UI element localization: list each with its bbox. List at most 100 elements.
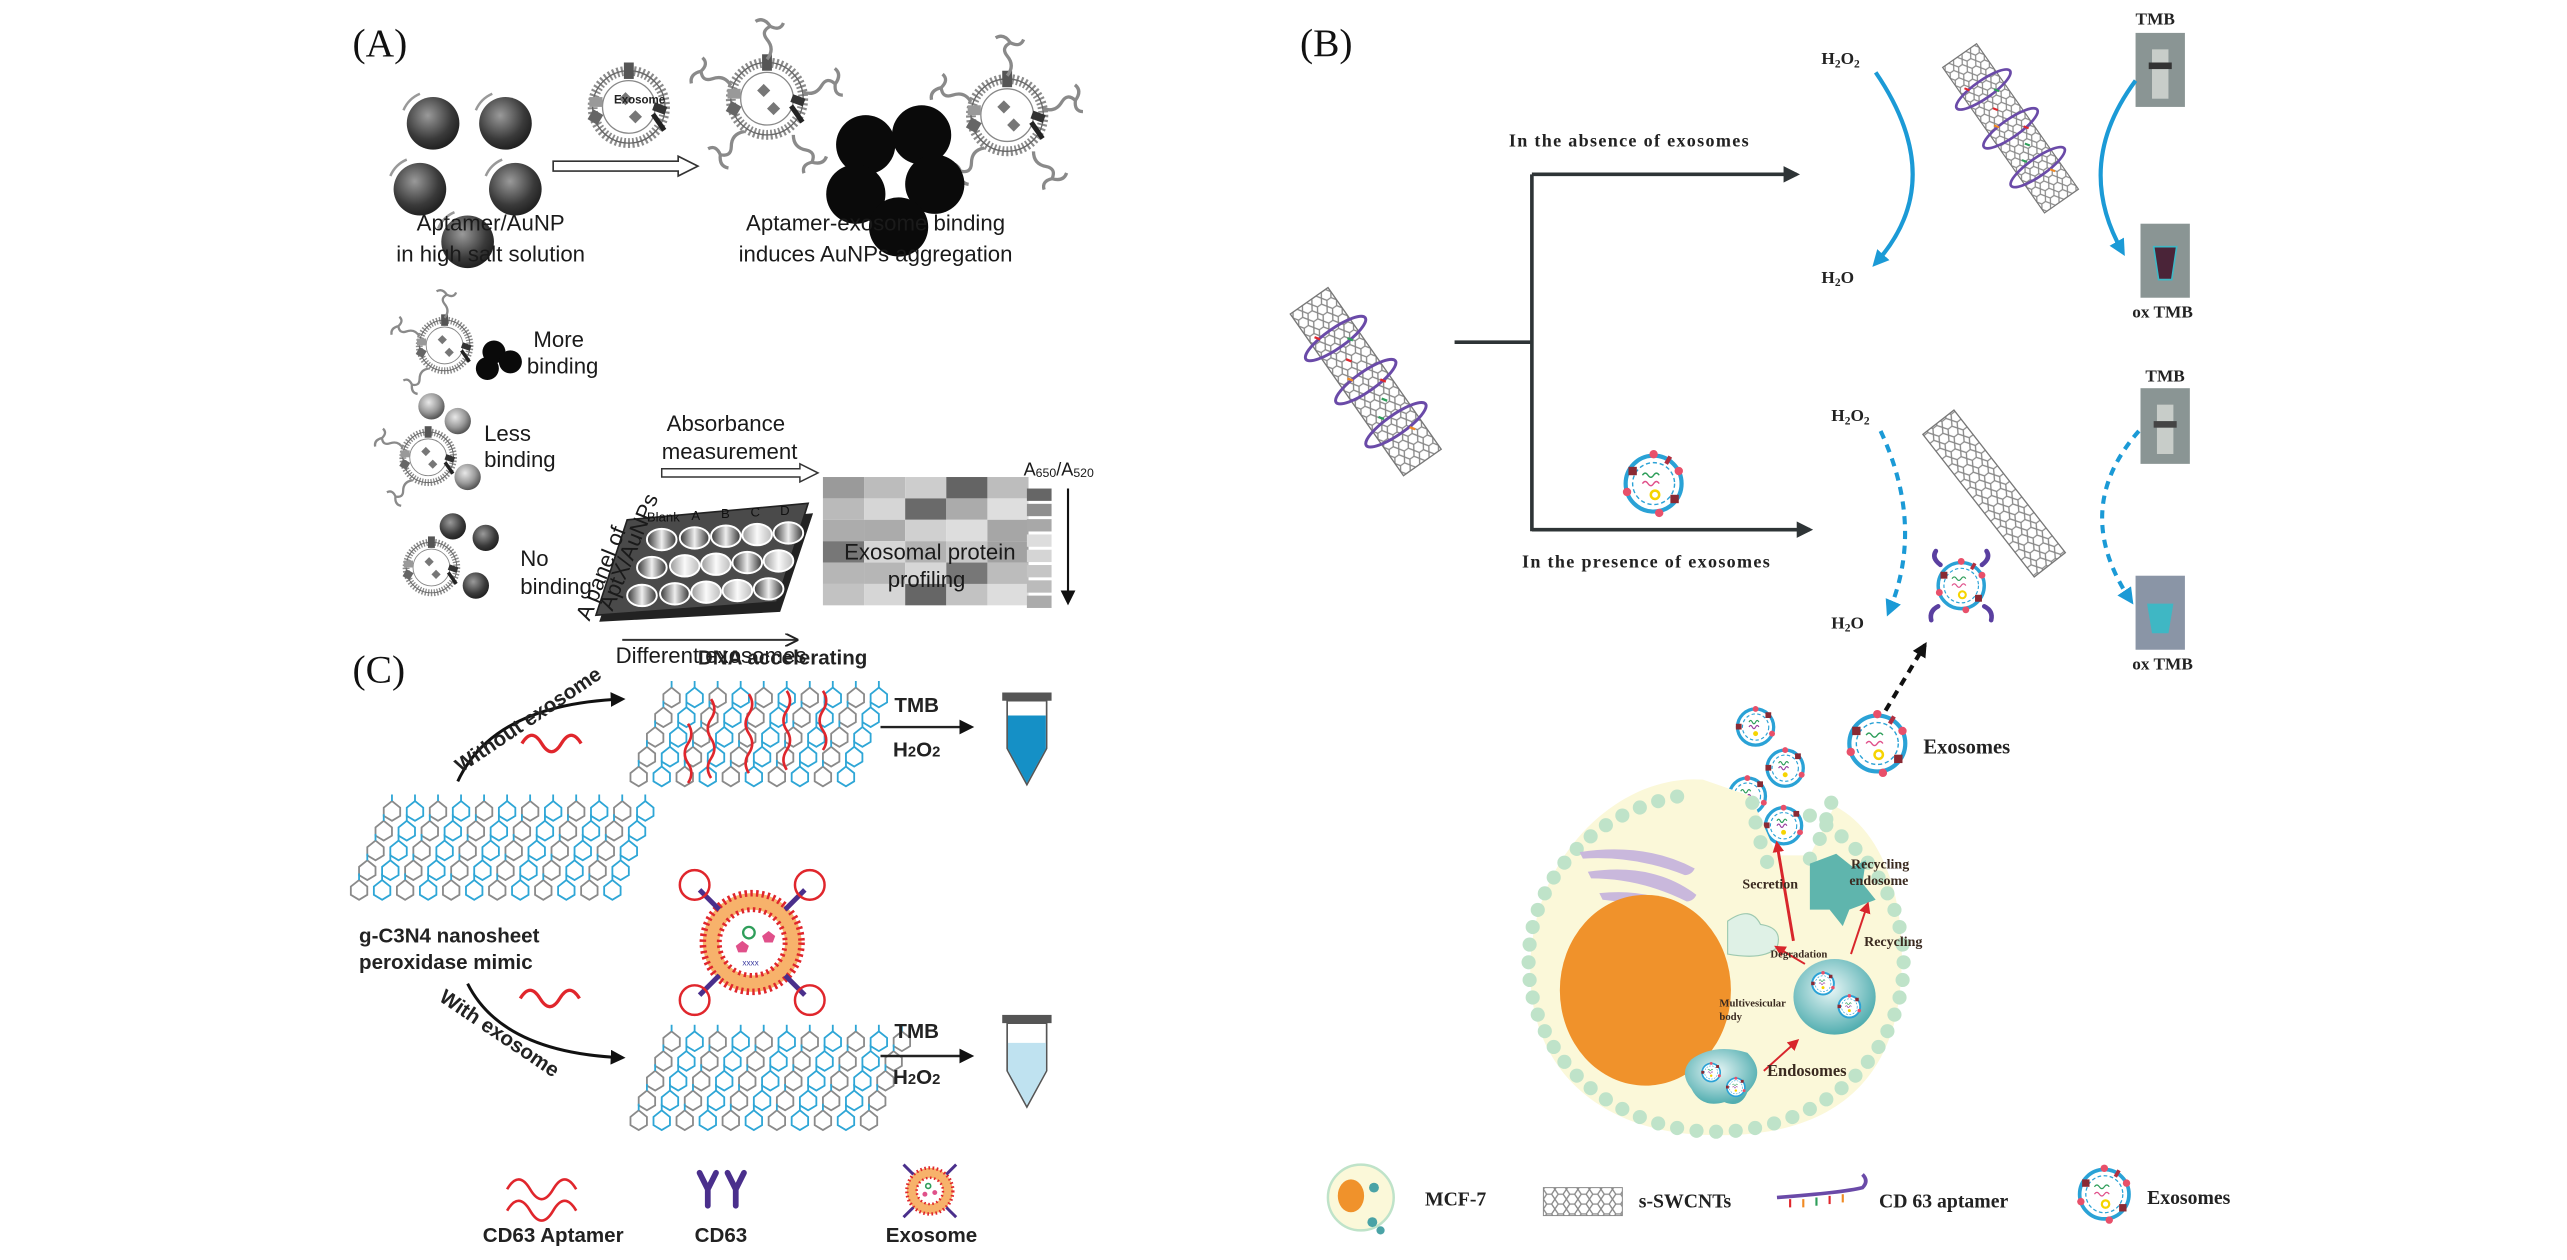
mcf7-cell-icon xyxy=(1326,1163,1395,1235)
heatmap-cell xyxy=(864,477,906,499)
more-binding-label-line2: binding xyxy=(527,353,599,378)
lattice-unit xyxy=(521,799,540,822)
lattice-unit xyxy=(389,839,408,862)
reaction-arrow xyxy=(552,154,700,178)
membrane-lipid xyxy=(1834,829,1849,844)
lattice-unit xyxy=(683,1089,703,1112)
heatmap-cell xyxy=(987,541,1029,563)
membrane-lipid xyxy=(1670,789,1685,804)
plate-column-label: B xyxy=(721,506,730,521)
lattice-unit xyxy=(838,706,857,729)
lattice-unit xyxy=(815,1049,834,1072)
lattice-unit xyxy=(698,765,717,788)
absorbance-label-line2: measurement xyxy=(662,439,798,464)
cd63-aptamer-legend-icon xyxy=(505,1178,578,1222)
lattice-unit xyxy=(382,799,402,822)
heatmap-cell xyxy=(864,498,906,520)
exosome-aptamer-bound-icon xyxy=(1928,548,1994,623)
membrane-lipid xyxy=(1651,794,1666,809)
lattice-unit xyxy=(372,878,392,901)
membrane-lipid xyxy=(1583,829,1598,844)
lattice-unit xyxy=(715,1069,734,1092)
lattice-unit xyxy=(669,725,688,748)
aunp-icon xyxy=(479,97,532,150)
secretion-label: Secretion xyxy=(1742,877,1798,892)
lattice-unit xyxy=(611,859,630,882)
lattice-unit xyxy=(706,1089,726,1112)
heatmap-cell xyxy=(946,541,988,563)
recycling-label: Recycling xyxy=(1864,935,1922,950)
different-exosomes-label: Different exosomes xyxy=(616,643,807,668)
membrane-lipid xyxy=(1522,972,1537,988)
membrane-lipid xyxy=(1760,854,1775,870)
lattice-unit xyxy=(790,1109,810,1132)
heatmap-cell xyxy=(946,562,988,584)
membrane-lipid xyxy=(1785,1109,1800,1125)
lattice-unit xyxy=(761,1069,780,1092)
membrane-lipid xyxy=(1887,902,1902,917)
lattice-unit xyxy=(853,725,872,748)
recycling-endosome-label-line2: endosome xyxy=(1849,874,1908,889)
swcnt-icon xyxy=(1921,409,2067,578)
absorbance-scale-bar xyxy=(1026,488,1052,608)
lattice-unit xyxy=(859,1109,879,1132)
lattice-unit xyxy=(466,819,485,842)
no-binding-label-line1: No xyxy=(520,546,548,571)
membrane-lipid xyxy=(1753,835,1768,850)
membrane-lipid xyxy=(1871,1039,1886,1055)
scale-cell xyxy=(1026,595,1052,608)
heatmap-cell xyxy=(946,519,988,542)
without-exosome-label: Without exosome xyxy=(451,663,606,778)
lattice-unit xyxy=(813,765,833,788)
lattice-unit xyxy=(504,839,523,862)
lattice-unit xyxy=(473,859,492,882)
lattice-unit xyxy=(636,799,655,822)
legend-aptamer-label: CD 63 aptamer xyxy=(1879,1190,2008,1212)
degradation-label: Degradation xyxy=(1770,948,1827,960)
lattice-unit xyxy=(613,799,632,822)
lattice-unit xyxy=(465,878,484,901)
oxidation-arrow-dashed xyxy=(2100,429,2141,605)
lattice-unit xyxy=(861,1049,880,1072)
lattice-unit xyxy=(876,1069,895,1092)
lattice-unit xyxy=(358,859,377,882)
membrane-lipid xyxy=(1745,795,1760,810)
lattice-unit xyxy=(580,878,599,901)
membrane-lipid xyxy=(1525,919,1540,935)
membrane-lipid xyxy=(1887,1007,1902,1022)
heatmap-cell xyxy=(905,541,947,563)
membrane-lipid xyxy=(1748,1120,1763,1136)
panel-b-label: (B) xyxy=(1300,21,1353,65)
ox-tmb-tube-photo-blue xyxy=(2135,575,2185,650)
with-exosome-label: With exosome xyxy=(435,985,563,1082)
lattice-unit xyxy=(405,799,425,822)
legend-cd63-label: CD63 xyxy=(695,1224,748,1247)
membrane-lipid xyxy=(1598,818,1613,833)
lattice-unit xyxy=(792,1049,811,1072)
membrane-lipid xyxy=(1530,1007,1545,1022)
lattice-unit xyxy=(769,706,788,729)
cd63-antibody-icon xyxy=(696,1169,747,1209)
membrane-lipid xyxy=(1812,831,1827,846)
membrane-lipid xyxy=(1670,1120,1685,1136)
gc3n4-nanosheet-free xyxy=(629,1024,912,1132)
membrane-lipid xyxy=(1802,851,1817,866)
membrane-lipid xyxy=(1546,870,1561,885)
tmb-label: TMB xyxy=(894,1020,939,1043)
lattice-unit xyxy=(738,725,757,748)
lattice-unit xyxy=(604,819,624,842)
lattice-unit xyxy=(558,819,578,842)
lattice-unit xyxy=(752,745,772,768)
aunp-icon xyxy=(441,215,494,269)
lattice-unit xyxy=(822,1089,841,1112)
lattice-unit xyxy=(652,765,671,788)
aunp-icon xyxy=(489,162,542,216)
lattice-unit xyxy=(497,799,517,822)
lattice-unit xyxy=(807,1069,826,1092)
plate-column-label: Blank xyxy=(647,509,680,524)
lattice-unit xyxy=(662,686,681,709)
endosomes-label: Endosomes xyxy=(1767,1061,1846,1080)
branch-diagram xyxy=(1454,166,1814,538)
tmb-tube-photo xyxy=(2140,388,2190,464)
